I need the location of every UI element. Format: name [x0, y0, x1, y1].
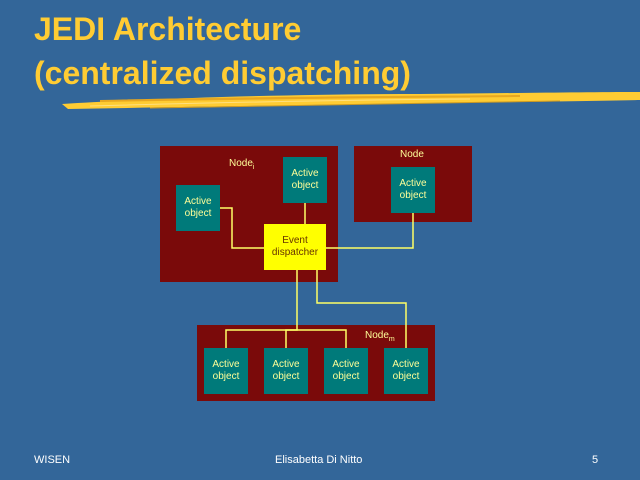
- wire-dispatcher-m-middle: [285, 329, 347, 348]
- active-object-node-i-left: Active object: [176, 185, 220, 231]
- active-object-node: Active object: [391, 167, 435, 213]
- event-dispatcher-label-line1: Event: [282, 235, 308, 246]
- active-object-label-line1: Active: [399, 178, 427, 189]
- active-object-label-line1: Active: [332, 359, 360, 370]
- active-object-label-line2: object: [272, 371, 300, 382]
- node-i-label: Nodei: [229, 158, 255, 171]
- active-object-label-line1: Active: [291, 168, 319, 179]
- active-object-label-line2: object: [291, 180, 319, 191]
- active-object-label-line1: Active: [212, 359, 240, 370]
- node-label: Node: [400, 149, 424, 160]
- active-object-label-line2: object: [392, 371, 420, 382]
- active-object-node-m-4: Active object: [384, 348, 428, 394]
- wire-dispatcher-m-left: [225, 270, 298, 348]
- slide-title-line2: (centralized dispatching): [34, 55, 411, 91]
- event-dispatcher: Event dispatcher: [264, 224, 326, 270]
- active-object-label-line1: Active: [272, 359, 300, 370]
- active-object-node-m-2: Active object: [264, 348, 308, 394]
- active-object-label-line2: object: [399, 190, 427, 201]
- footer-author: Elisabetta Di Nitto: [275, 454, 363, 466]
- wire-ao1-dispatcher: [220, 207, 264, 249]
- active-object-label-line1: Active: [392, 359, 420, 370]
- active-object-label-line2: object: [184, 208, 212, 219]
- active-object-node-i-top: Active object: [283, 157, 327, 203]
- event-dispatcher-label-line2: dispatcher: [271, 247, 319, 258]
- page-number: 5: [592, 454, 599, 466]
- brush-stroke-underline: [62, 92, 640, 109]
- footer-left: WISEN: [34, 454, 71, 466]
- active-object-label-line1: Active: [184, 196, 212, 207]
- wire-node-ao-dispatcher: [326, 210, 414, 249]
- active-object-label-line2: object: [212, 371, 240, 382]
- active-object-label-line2: object: [332, 371, 360, 382]
- active-object-node-m-1: Active object: [204, 348, 248, 394]
- slide-title-line1: JEDI Architecture: [34, 11, 302, 47]
- wire-dispatcher-m-right: [316, 270, 407, 348]
- node-m-label: Nodem: [365, 330, 395, 343]
- active-object-node-m-3: Active object: [324, 348, 368, 394]
